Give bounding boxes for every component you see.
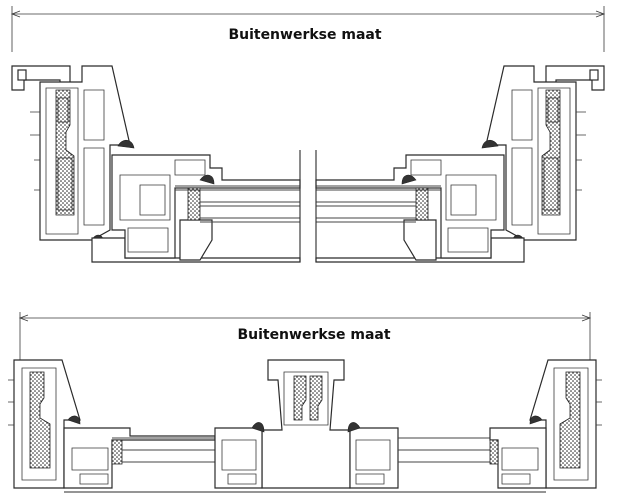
top-dimension-line	[10, 6, 606, 52]
top-left-sash-profile	[111, 154, 301, 261]
bottom-right-frame-profile	[489, 359, 602, 493]
top-right-frame-and-sash-profile	[315, 65, 605, 263]
bottom-left-frame-profile	[8, 359, 216, 493]
top-left-glass-unit	[175, 150, 301, 262]
bottom-dimension-line	[18, 312, 592, 360]
top-dimension-label: Buitenwerkse maat	[228, 27, 381, 43]
bottom-center-mullion-profile	[214, 359, 400, 493]
bottom-dimension-label: Buitenwerkse maat	[237, 327, 390, 343]
top-left-frame-profile	[11, 65, 301, 263]
bottom-middle-glass-unit	[398, 437, 490, 493]
